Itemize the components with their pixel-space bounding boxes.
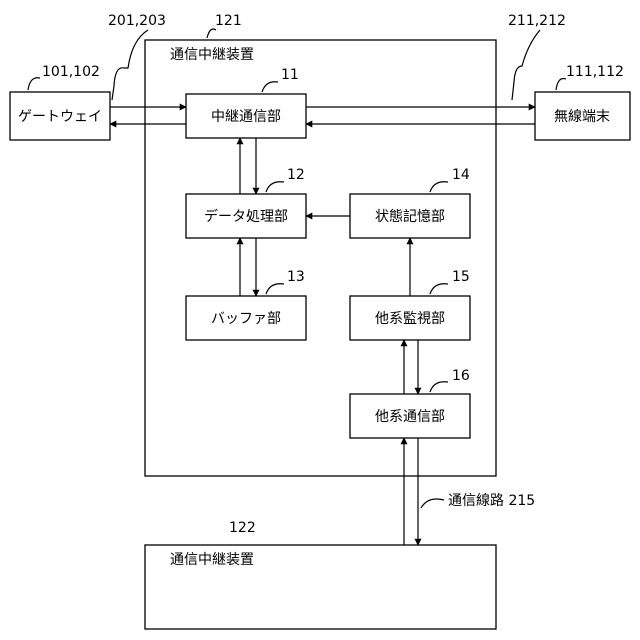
state-store-ref: 14 xyxy=(452,167,470,183)
wireless-link-ref: 211,212 xyxy=(508,13,566,29)
buffer-ref: 13 xyxy=(287,269,305,285)
gateway-link-ref: 201,203 xyxy=(108,13,166,29)
gateway-ref: 101,102 xyxy=(42,64,100,80)
relay-comm-label: 中継通信部 xyxy=(211,109,281,125)
gateway-block: ゲートウェイ 101,102 xyxy=(10,64,110,140)
other-comm-ref: 16 xyxy=(452,368,470,384)
link-ref-leader-gateway xyxy=(112,30,148,100)
relay-device-122-title: 通信中継装置 xyxy=(170,552,254,568)
relay-comm-ref: 11 xyxy=(281,67,299,83)
buffer-label: バッファ部 xyxy=(211,311,281,327)
other-comm-label: 他系通信部 xyxy=(375,409,445,425)
comm-line-leader xyxy=(421,499,444,508)
state-store-label: 状態記憶部 xyxy=(375,208,445,225)
gateway-label: ゲートウェイ xyxy=(18,109,102,125)
ref-leader-121 xyxy=(207,29,216,38)
relay-device-122-ref: 122 xyxy=(229,520,256,536)
other-monitor-ref: 15 xyxy=(452,269,470,285)
wireless-terminal-label: 無線端末 xyxy=(554,109,610,125)
relay-device-122: 通信中継装置 122 xyxy=(145,520,496,629)
ref-leader-gateway xyxy=(28,78,40,90)
relay-device-121-ref: 121 xyxy=(215,13,242,29)
data-proc-label: データ処理部 xyxy=(204,208,288,225)
data-proc-ref: 12 xyxy=(287,167,305,183)
wireless-terminal-ref: 111,112 xyxy=(566,64,624,80)
link-ref-leader-wireless xyxy=(512,30,540,100)
comm-line-label: 通信線路 215 xyxy=(448,493,535,509)
relay-device-121-title: 通信中継装置 xyxy=(170,47,254,63)
other-monitor-label: 他系監視部 xyxy=(375,310,445,327)
wireless-terminal-block: 無線端末 111,112 xyxy=(535,64,630,140)
ref-leader-wireless xyxy=(556,78,566,90)
